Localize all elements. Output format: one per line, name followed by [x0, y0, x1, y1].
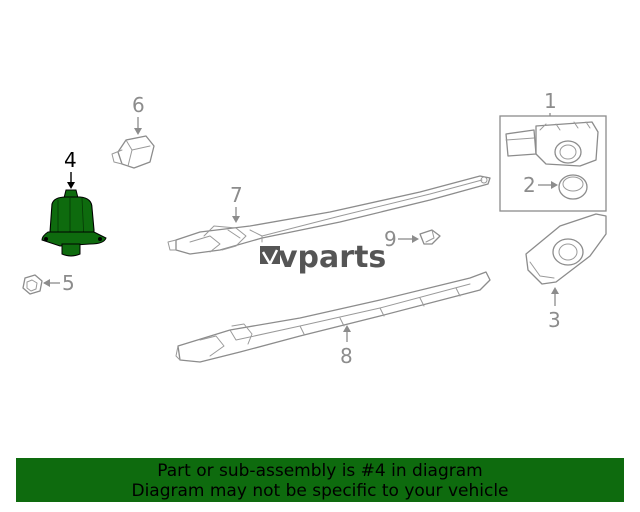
callout-8[interactable]: 8: [340, 344, 353, 368]
callout-1[interactable]: 1: [544, 89, 557, 113]
part-9-clip[interactable]: [419, 229, 441, 245]
part-7-link-assembly[interactable]: [167, 175, 491, 255]
watermark-text: vparts: [278, 240, 386, 275]
part-3-cover[interactable]: [525, 213, 607, 285]
part-5-nut[interactable]: [22, 274, 43, 295]
callout-7-arrow: [232, 207, 240, 223]
callout-3[interactable]: 3: [548, 308, 561, 332]
callout-3-arrow: [551, 287, 559, 306]
callout-6-arrow: [134, 117, 142, 135]
info-banner: Part or sub-assembly is #4 in diagram Di…: [16, 458, 624, 502]
callout-5-arrow: [43, 279, 60, 287]
callout-4[interactable]: 4: [64, 148, 77, 172]
part-8-track[interactable]: [175, 271, 491, 363]
callout-5[interactable]: 5: [62, 271, 75, 295]
callout-4-arrow: [67, 172, 75, 189]
callout-7[interactable]: 7: [230, 183, 243, 207]
part-6-sensor[interactable]: [111, 135, 155, 169]
part-1-switch[interactable]: [505, 121, 599, 167]
part-1-box: [499, 115, 607, 212]
part-4-motor[interactable]: [41, 189, 107, 257]
callout-9-arrow: [398, 235, 419, 243]
part-2-bezel[interactable]: [558, 174, 588, 200]
banner-line-2: Diagram may not be specific to your vehi…: [131, 481, 509, 501]
callout-2-arrow: [538, 181, 558, 189]
banner-line-1: Part or sub-assembly is #4 in diagram: [157, 461, 483, 481]
callout-2[interactable]: 2: [523, 173, 536, 197]
parts-diagram: 6 4 5 7 9: [22, 89, 607, 368]
callout-8-arrow: [343, 325, 351, 342]
watermark-logo: vparts: [260, 240, 386, 275]
callout-6[interactable]: 6: [132, 93, 145, 117]
callout-9[interactable]: 9: [384, 227, 397, 251]
